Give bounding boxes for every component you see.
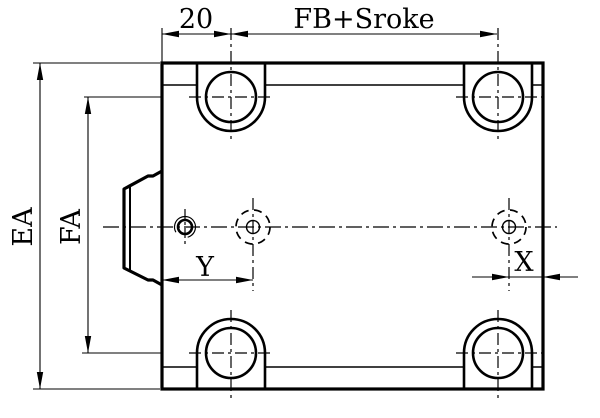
arrowhead-up-icon bbox=[36, 63, 44, 80]
arrowhead-up-icon bbox=[84, 97, 92, 114]
thread-major-arc bbox=[173, 215, 197, 239]
dim-y: Y bbox=[162, 252, 253, 284]
rod-boss bbox=[122, 169, 163, 287]
hidden-circle bbox=[491, 209, 527, 245]
dim-fa: FA bbox=[56, 96, 161, 354]
dim-label-fa: FA bbox=[56, 209, 87, 245]
centerlines bbox=[103, 28, 557, 400]
inner-step-lines bbox=[162, 84, 543, 368]
dim-label-fb-stroke: FB+Sroke bbox=[293, 4, 434, 35]
dim-top: 20 FB+Sroke bbox=[161, 4, 497, 62]
dim-label-y: Y bbox=[195, 252, 215, 283]
dim-x: X bbox=[472, 247, 578, 281]
arrowhead-right-icon bbox=[480, 30, 497, 38]
dim-label-20: 20 bbox=[179, 4, 213, 35]
arrowhead-icon bbox=[231, 30, 248, 38]
hidden-hole-left bbox=[235, 198, 271, 291]
arrowhead-left-icon bbox=[162, 276, 179, 284]
body-outline bbox=[160, 61, 545, 391]
arrowhead-icon bbox=[214, 30, 231, 38]
mounting-hole-bottom-right bbox=[462, 317, 534, 389]
mounting-hole-bottom-left bbox=[195, 317, 267, 389]
arrowhead-down-icon bbox=[84, 336, 92, 353]
dim-ea: EA bbox=[8, 62, 160, 390]
boss-outline bbox=[122, 169, 163, 287]
body-rectangle bbox=[160, 61, 545, 391]
arrowhead-right-icon bbox=[236, 276, 253, 284]
arrowhead-down-icon bbox=[36, 372, 44, 389]
dim-label-ea: EA bbox=[8, 207, 39, 247]
arrowhead-left-icon bbox=[162, 30, 179, 38]
dim-label-x: X bbox=[514, 247, 534, 278]
arrowhead-left-icon bbox=[543, 273, 560, 281]
arrowhead-right-icon bbox=[492, 273, 509, 281]
